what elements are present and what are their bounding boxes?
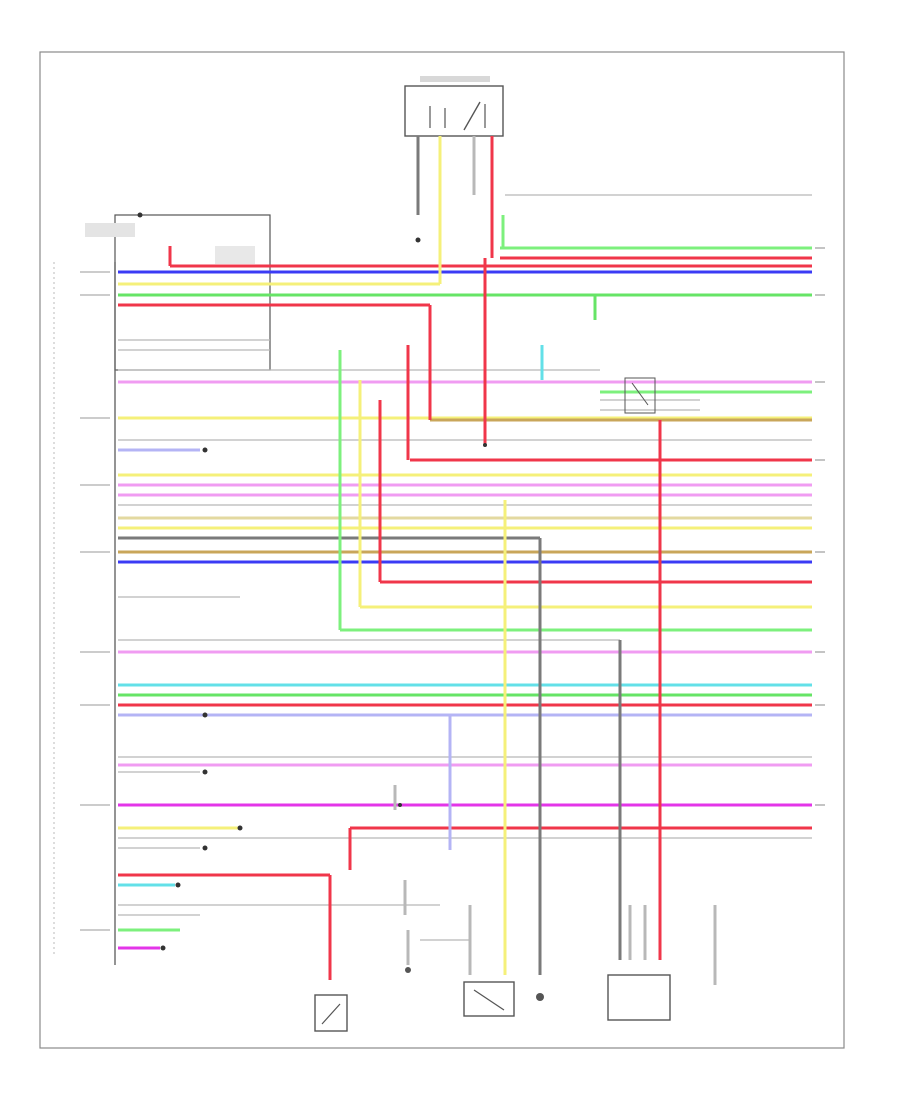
bottom-components (314, 967, 671, 1032)
pin-ticks (80, 271, 110, 931)
ground-point-2 (405, 967, 411, 973)
top-switch-box (404, 76, 504, 137)
left-bottom-switch (314, 994, 348, 1032)
stop-lamp-switch-blade (473, 989, 505, 1011)
right-relay-body (624, 377, 656, 414)
relay-label-block (215, 246, 255, 264)
thin-gray-wires (118, 194, 812, 941)
junction-dot (202, 845, 208, 851)
junction-dots (137, 212, 487, 951)
left-module-box (114, 214, 271, 371)
right-relay-contact (631, 382, 649, 406)
junction-dot (202, 769, 208, 775)
junction-dot (415, 237, 421, 243)
top-switch-housing (404, 85, 504, 137)
junction-dot (483, 443, 487, 447)
right-bottom-module (607, 974, 671, 1021)
junction-dot (137, 212, 143, 218)
junction-dot (175, 882, 181, 888)
top-switch-label-block (420, 76, 490, 82)
junction-dot (202, 447, 208, 453)
horizontal-wires (118, 246, 812, 950)
left-module-label-block (85, 223, 135, 237)
junction-dot (398, 803, 402, 807)
vertical-wires (168, 136, 717, 985)
stop-lamp-switch (463, 981, 515, 1017)
right-terminal-ticks (815, 247, 825, 806)
junction-dot (202, 712, 208, 718)
top-switch-blade (463, 101, 481, 131)
right-relay (624, 377, 656, 414)
junction-dot (237, 825, 243, 831)
junction-dot (160, 945, 166, 951)
left-bottom-switch-blade (321, 1003, 341, 1025)
diagram-frame (39, 51, 845, 1049)
ground-point-1 (536, 993, 544, 1001)
